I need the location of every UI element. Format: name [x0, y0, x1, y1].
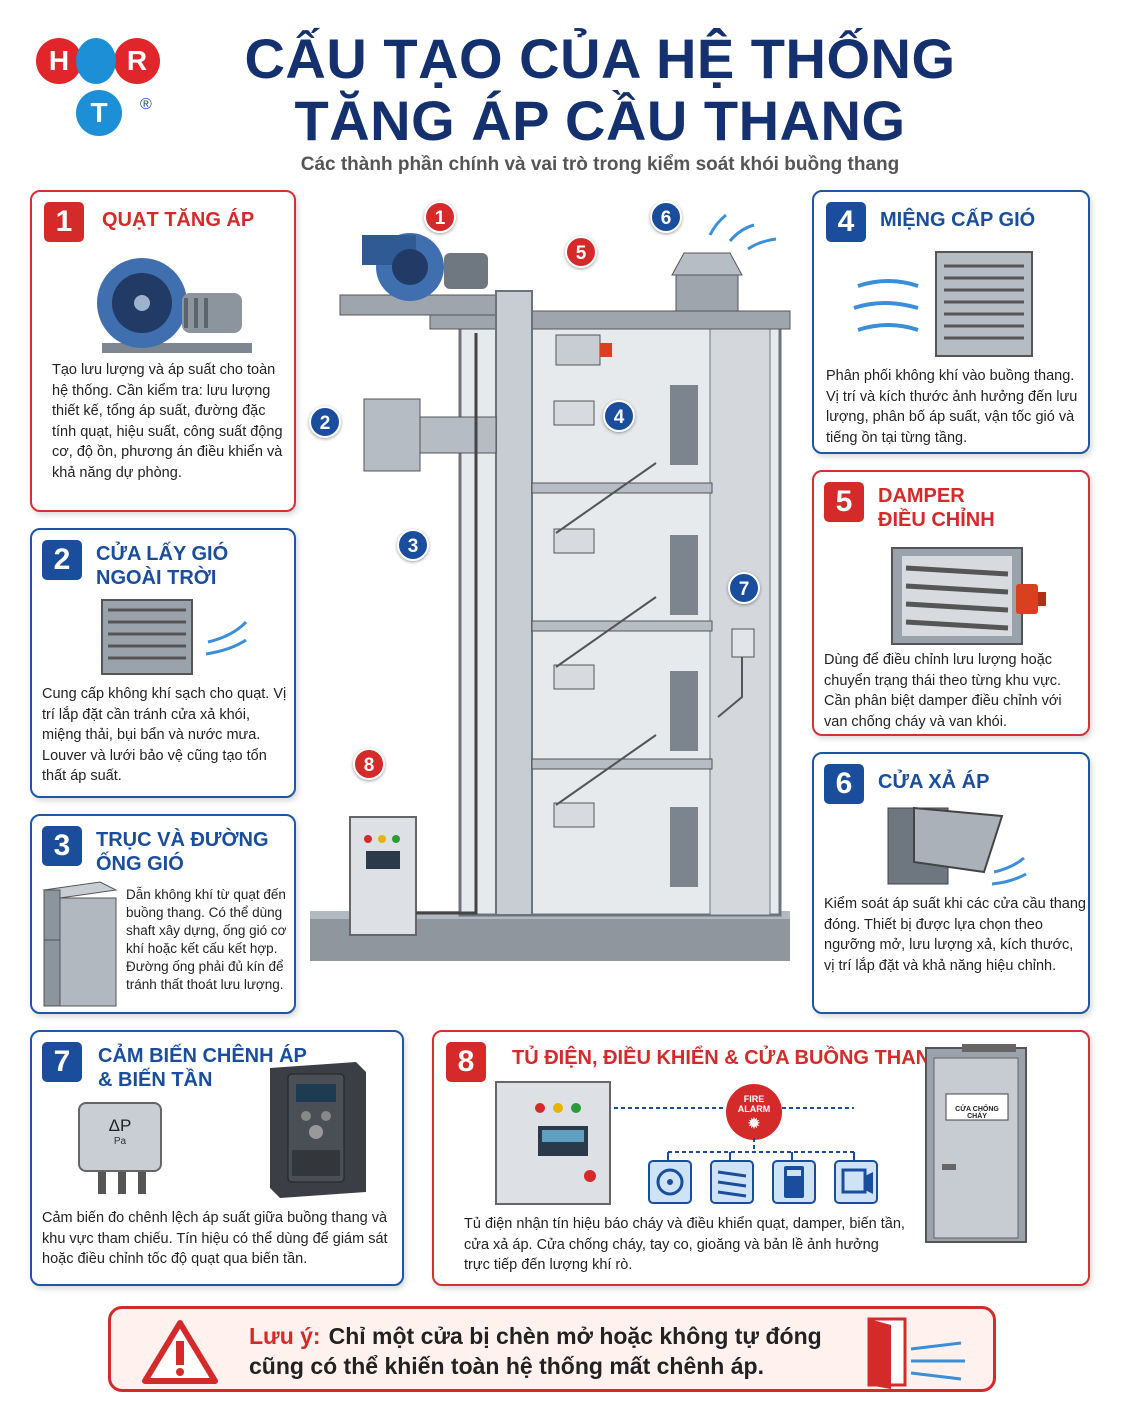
fire-alarm-line-2: ALARM	[737, 1104, 771, 1114]
card-text: Cung cấp không khí sạch cho quạt. Vị trí…	[42, 686, 287, 784]
card-title-line-1: DAMPER	[878, 485, 965, 507]
fire-alarm-line-1: FIRE	[743, 1094, 765, 1104]
logo-letter-t: T	[76, 90, 122, 136]
fan-device-icon	[648, 1160, 692, 1204]
card-fan: 1 QUẠT TĂNG ÁP Tạo lưu lượng và áp suất …	[30, 190, 296, 512]
logo: H R T ®	[36, 30, 166, 140]
card-number: 3	[42, 826, 82, 866]
sensor-ports-icon	[98, 1172, 146, 1194]
fire-door-sign: CỬA CHỐNG CHÁY	[955, 1106, 999, 1120]
card-text: Tạo lưu lượng và áp suất cho toàn hệ thố…	[52, 362, 283, 481]
diagram-badge-damper: 5	[565, 236, 597, 268]
damper-device-icon	[710, 1160, 754, 1204]
card-air-intake: 2 CỬA LẤY GIÓ NGOÀI TRỜI Cung cấp không …	[30, 528, 296, 798]
registered-mark: ®	[140, 96, 152, 113]
relief-vent-device-icon	[834, 1160, 878, 1204]
card-number: 1	[44, 202, 84, 242]
card-title: TỦ ĐIỆN, ĐIỀU KHIỂN & CỬA BUỒNG THANG	[512, 1047, 946, 1069]
card-text: Dùng để điều chỉnh lưu lượng hoặc chuyển…	[824, 652, 1062, 730]
card-title: QUẠT TĂNG ÁP	[102, 209, 255, 231]
card-text: Kiểm soát áp suất khi các cửa cầu thang …	[824, 896, 1086, 974]
fan-icon	[97, 258, 252, 353]
diagram-badge-duct: 3	[397, 529, 429, 561]
card-title-line-1: CỬA LẤY GIÓ	[96, 543, 229, 565]
card-number: 6	[824, 764, 864, 804]
damper-icon	[891, 547, 1046, 645]
diagram-badge-grille: 4	[603, 400, 635, 432]
card-damper: 5 DAMPER ĐIỀU CHỈNH Dùng để điều chỉnh l…	[812, 470, 1090, 736]
control-cabinet-icon	[495, 1081, 611, 1205]
card-relief-damper: 6 CỬA XẢ ÁP Kiểm soát áp suất khi các cử…	[812, 752, 1090, 1014]
logo-letter-r: R	[114, 38, 160, 84]
duct-icon	[42, 881, 118, 1007]
card-title-line-2: & BIẾN TẦN	[98, 1069, 213, 1091]
card-title-line-2: ỐNG GIÓ	[96, 853, 184, 875]
logo-center	[76, 38, 116, 84]
card-control-panel: 8 TỦ ĐIỆN, ĐIỀU KHIỂN & CỬA BUỒNG THANG …	[432, 1030, 1090, 1286]
card-title: MIỆNG CẤP GIÓ	[880, 209, 1036, 231]
diagram-badge-fan: 1	[424, 201, 456, 233]
warning-note: Lưu ý: Chỉ một cửa bị chèn mở hoặc không …	[108, 1306, 996, 1392]
logo-letter-h: H	[36, 38, 82, 84]
card-duct: 3 TRỤC VÀ ĐƯỜNG ỐNG GIÓ Dẫn không khí từ…	[30, 814, 296, 1014]
pressure-sensor-icon: ΔP Pa	[78, 1102, 162, 1172]
card-number: 7	[42, 1042, 82, 1082]
stairwell-diagram	[310, 213, 791, 961]
card-title-line-2: NGOÀI TRỜI	[96, 567, 217, 589]
note-line-1: Lưu ý: Chỉ một cửa bị chèn mở hoặc không …	[249, 1323, 822, 1350]
note-text-1: Chỉ một cửa bị chèn mở hoặc không tự đón…	[328, 1323, 822, 1349]
note-label: Lưu ý:	[249, 1323, 321, 1349]
vfd-icon	[270, 1062, 366, 1198]
card-sensor-vfd: 7 CẢM BIẾN CHÊNH ÁP & BIẾN TẦN ΔP Pa Cảm…	[30, 1030, 404, 1286]
card-title-line-2: ĐIỀU CHỈNH	[878, 509, 995, 531]
card-number: 2	[42, 540, 82, 580]
card-number: 4	[826, 202, 866, 242]
card-text: Tủ điện nhận tín hiệu báo cháy và điều k…	[464, 1216, 905, 1273]
diagram-badge-intake: 2	[309, 406, 341, 438]
note-text-2: cũng có thể khiến toàn hệ thống mất chên…	[249, 1353, 764, 1379]
open-door-icon	[867, 1317, 965, 1389]
supply-grille-icon	[853, 251, 1033, 357]
louver-icon	[101, 599, 248, 675]
fire-alarm-icon: FIRE ALARM ✹	[726, 1084, 782, 1140]
page-title: CẤU TẠO CỦA HỆ THỐNG TĂNG ÁP CẦU THANG	[220, 28, 980, 152]
sensor-label: ΔP	[108, 1116, 132, 1135]
warning-icon	[142, 1320, 218, 1384]
fire-door-icon	[925, 1044, 1027, 1243]
card-text: Cảm biến đo chênh lệch áp suất giữa buồn…	[42, 1210, 388, 1267]
page-subtitle: Các thành phần chính và vai trò trong ki…	[300, 154, 900, 175]
card-supply-grille: 4 MIỆNG CẤP GIÓ Phân phối không khí vào …	[812, 190, 1090, 454]
card-title: CỬA XẢ ÁP	[878, 771, 990, 793]
title-line-2: TĂNG ÁP CẦU THANG	[294, 89, 906, 152]
flame-icon: ✹	[748, 1115, 760, 1131]
diagram-badge-sensor: 7	[728, 572, 760, 604]
sensor-unit: Pa	[113, 1136, 127, 1147]
card-text: Phân phối không khí vào buồng thang. Vị …	[826, 368, 1078, 446]
title-line-1: CẤU TẠO CỦA HỆ THỐNG	[244, 27, 956, 90]
card-title-line-1: CẢM BIẾN CHÊNH ÁP	[98, 1045, 307, 1067]
diagram-badge-relief: 6	[650, 201, 682, 233]
card-number: 8	[446, 1042, 486, 1082]
diagram-badge-panel: 8	[353, 748, 385, 780]
card-number: 5	[824, 482, 864, 522]
card-text: Dẫn không khí từ quạt đến buồng thang. C…	[126, 887, 287, 992]
relief-vent-icon	[887, 806, 1027, 886]
vfd-device-icon	[772, 1160, 816, 1204]
card-title-line-1: TRỤC VÀ ĐƯỜNG	[96, 829, 269, 851]
